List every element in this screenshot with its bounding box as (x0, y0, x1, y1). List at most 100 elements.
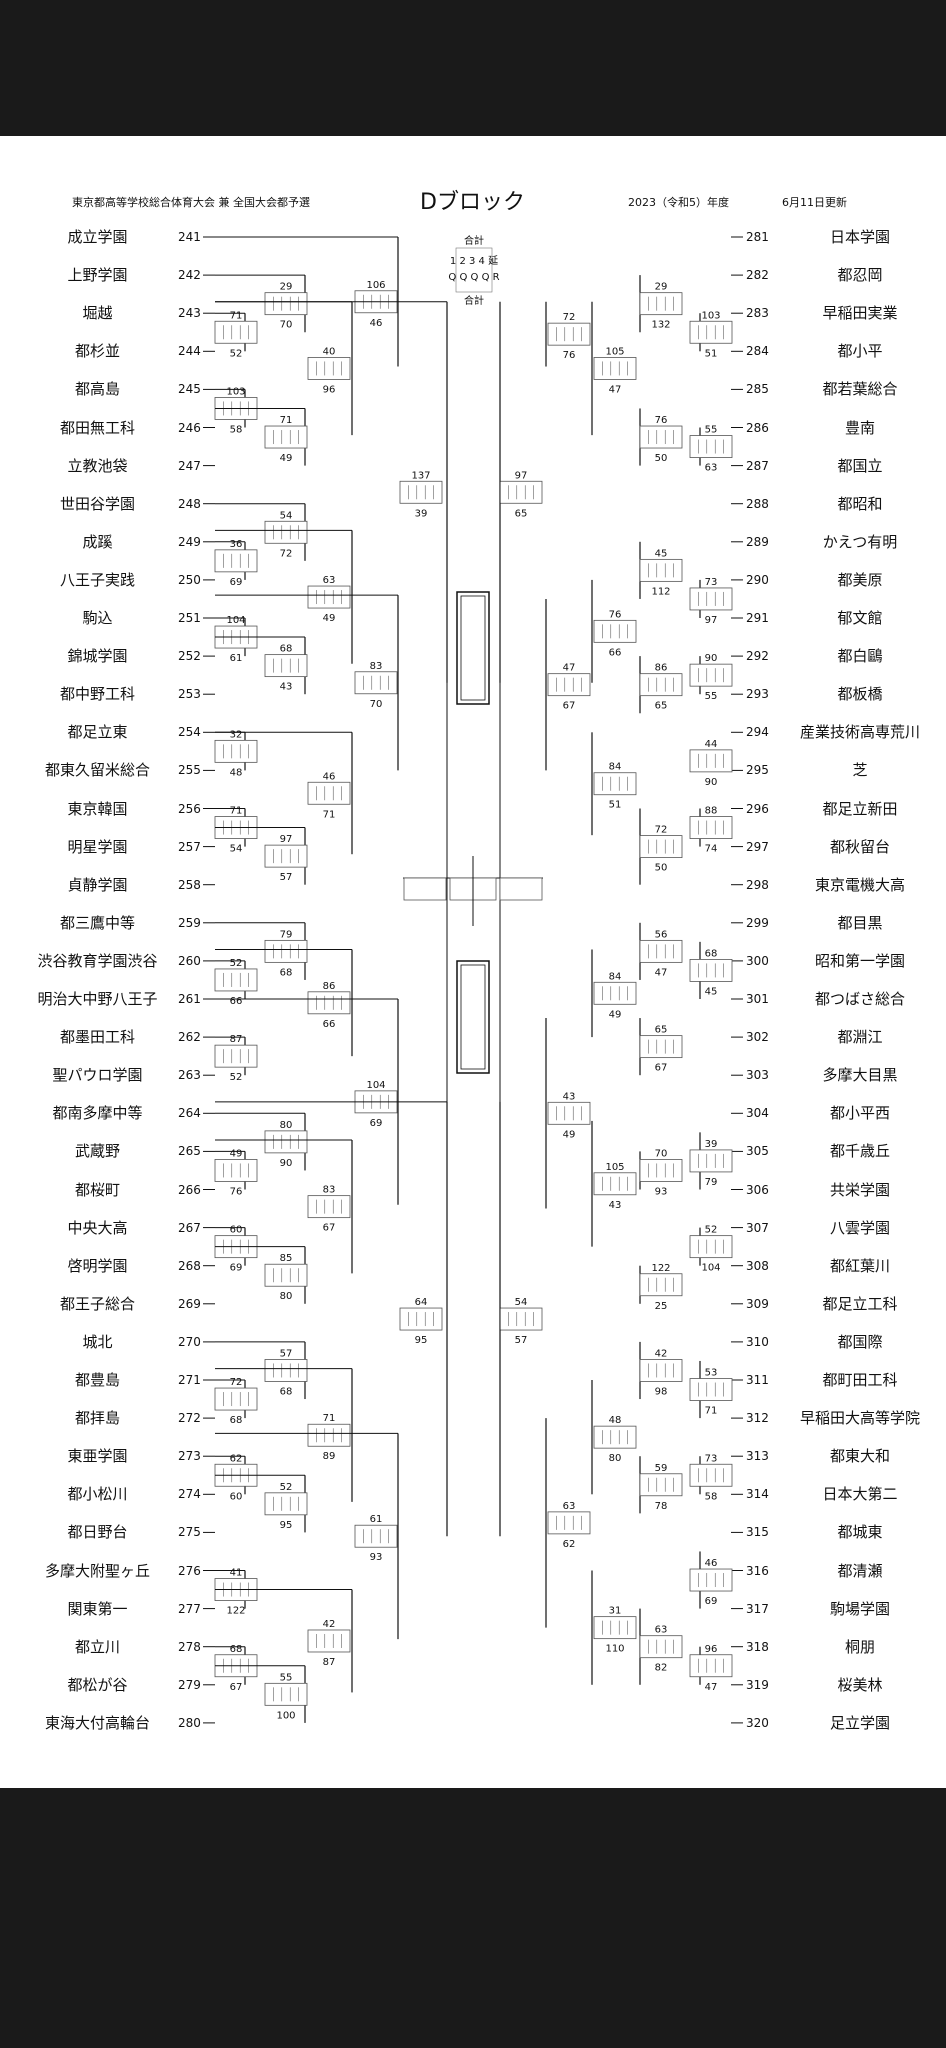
left-r3-box (307, 991, 351, 1015)
left-r1-score-bottom: 76 (230, 1186, 243, 1197)
left-r3-score-bottom: 71 (323, 809, 336, 820)
team-number: 243 (178, 306, 201, 321)
right-r4-box (547, 322, 591, 346)
right-r3-box (593, 357, 637, 380)
team-number: 242 (178, 268, 201, 283)
team-number: 300 (746, 953, 769, 968)
left-r1-score-top: 68 (230, 1644, 243, 1655)
right-r2-box (639, 1273, 683, 1297)
right-r2-score-top: 59 (655, 1463, 668, 1474)
team-number: 313 (746, 1449, 769, 1464)
team-name: 日本学園 (829, 228, 890, 246)
team-number: 308 (746, 1258, 769, 1273)
team-name: 東京韓国 (67, 799, 128, 818)
left-r3-box (307, 357, 351, 380)
team-number: 303 (746, 1068, 769, 1083)
team-name: 都昭和 (837, 494, 883, 513)
team-name: 豊南 (844, 418, 875, 437)
team-name: 都墨田工科 (59, 1028, 135, 1047)
team-name: 東海大付高輪台 (44, 1713, 150, 1732)
team-number: 295 (746, 763, 769, 778)
right-r5-score-bottom: 57 (515, 1335, 528, 1346)
team-name: 都足立新田 (822, 799, 898, 818)
left-r1-score-top: 52 (230, 958, 243, 969)
right-r2-score-top: 45 (655, 548, 668, 559)
team-number: 289 (746, 534, 769, 549)
team-name: 堀越 (82, 304, 113, 323)
team-name: 立教池袋 (67, 456, 128, 475)
team-name: かえつ有明 (822, 532, 898, 551)
team-name: 聖パウロ学園 (52, 1066, 143, 1085)
team-number: 256 (178, 801, 201, 816)
right-r2-score-bottom: 98 (655, 1386, 668, 1397)
left-r2-score-bottom: 80 (280, 1291, 293, 1302)
left-r3-score-top: 63 (323, 575, 336, 586)
right-r1-score-bottom: 97 (705, 615, 718, 626)
team-name: 渋谷教育学園渋谷 (37, 951, 158, 970)
left-r3-box (307, 1629, 351, 1653)
right-r1-score-bottom: 74 (705, 844, 718, 855)
left-r2-score-top: 71 (280, 415, 293, 426)
team-name: 芝 (852, 761, 868, 780)
right-r1-box (689, 1463, 733, 1487)
left-r2-box (264, 1263, 308, 1287)
team-name: 八雲学園 (829, 1218, 890, 1237)
left-r3-score-bottom: 67 (323, 1223, 336, 1234)
team-number: 310 (746, 1334, 769, 1349)
team-number: 293 (746, 687, 769, 702)
left-r2-score-top: 29 (280, 282, 293, 293)
left-r5-score-bottom: 39 (415, 508, 428, 519)
team-name: 都清瀬 (837, 1561, 883, 1580)
team-name: 都小平西 (829, 1104, 890, 1123)
team-number: 284 (746, 344, 769, 359)
right-r1-score-top: 73 (705, 1453, 718, 1464)
right-r3-score-top: 84 (609, 971, 622, 982)
right-r2-score-top: 29 (655, 282, 668, 293)
right-r4-box (547, 1511, 591, 1535)
left-r3-score-bottom: 87 (323, 1657, 336, 1668)
team-name: 都東久留米総合 (44, 761, 150, 780)
team-number: 269 (178, 1296, 201, 1311)
team-number: 316 (746, 1563, 769, 1578)
left-r2-score-top: 80 (280, 1120, 293, 1131)
left-r3-box (307, 585, 351, 609)
right-r2-score-top: 63 (655, 1625, 668, 1636)
team-name: 都国立 (837, 456, 883, 475)
left-r1-score-top: 32 (230, 729, 243, 740)
right-r4-score-bottom: 62 (563, 1539, 576, 1550)
right-r3-box (593, 1172, 637, 1196)
team-number: 307 (746, 1220, 769, 1235)
left-r2-score-bottom: 49 (280, 453, 293, 464)
team-name: 錦城学園 (67, 647, 128, 666)
team-number: 250 (178, 572, 201, 587)
right-r3-score-top: 84 (609, 762, 622, 773)
left-r2-score-bottom: 70 (280, 320, 293, 331)
left-r2-box (264, 520, 308, 544)
right-r3-score-top: 76 (609, 609, 622, 620)
left-r4-score-top: 61 (370, 1514, 383, 1525)
team-name: 関東第一 (67, 1599, 128, 1618)
left-r2-score-bottom: 43 (280, 682, 293, 693)
right-r2-score-bottom: 112 (651, 586, 670, 597)
team-name: 中央大高 (67, 1218, 128, 1237)
team-number: 265 (178, 1144, 201, 1159)
team-name: 都王子総合 (59, 1294, 135, 1313)
left-r5-box (399, 1307, 443, 1331)
team-number: 318 (746, 1639, 769, 1654)
team-number: 247 (178, 458, 201, 473)
left-r1-score-top: 103 (226, 386, 245, 397)
team-name: 都町田工科 (822, 1371, 898, 1389)
team-name: 都紅葉川 (829, 1256, 890, 1275)
right-r1-box (689, 1235, 733, 1259)
tournament-title: 東京都高等学校総合体育大会 兼 全国大会都予選 (72, 196, 310, 209)
right-r1-score-top: 96 (705, 1644, 718, 1655)
right-r3-score-bottom: 43 (609, 1200, 622, 1211)
final-frame-top-inner (460, 595, 486, 701)
right-r5-box (499, 1307, 543, 1331)
team-number: 294 (746, 725, 769, 740)
right-r3-score-bottom: 80 (609, 1453, 622, 1464)
block-title: Dブロック (420, 190, 525, 215)
left-r1-box (214, 968, 258, 992)
left-r2-box (264, 1130, 308, 1154)
team-name: 上野学園 (67, 266, 128, 285)
